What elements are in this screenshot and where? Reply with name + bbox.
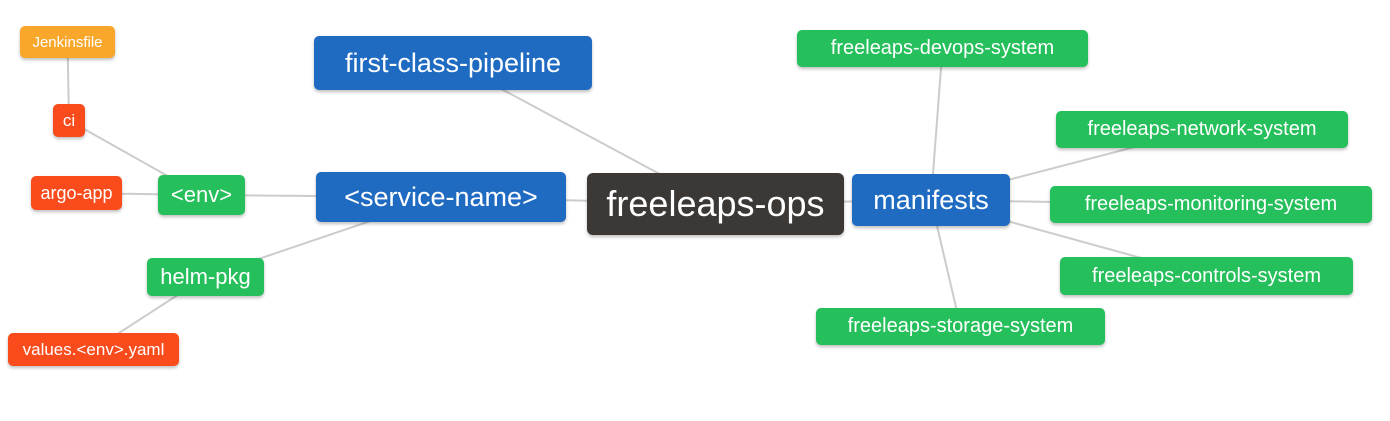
node-freeleaps-controls-system[interactable]: freeleaps-controls-system [1060,257,1353,295]
node-label: argo-app [40,182,113,203]
node-label: <service-name> [344,181,538,212]
node-label: Jenkinsfile [32,33,103,51]
node-manifests[interactable]: manifests [852,174,1010,226]
node-label: freeleaps-network-system [1087,118,1317,140]
node-helm-pkg[interactable]: helm-pkg [147,258,264,296]
node-freeleaps-ops[interactable]: freeleaps-ops [587,173,844,235]
node-first-class-pipeline[interactable]: first-class-pipeline [314,36,592,90]
node-label: freeleaps-ops [606,183,825,224]
node-label: freeleaps-monitoring-system [1084,193,1338,215]
node-env[interactable]: <env> [158,175,245,215]
node-values-env-yaml[interactable]: values.<env>.yaml [8,333,179,366]
node-label: freeleaps-controls-system [1092,264,1321,287]
node-label: freeleaps-storage-system [847,315,1074,337]
node-label: manifests [873,184,989,215]
node-freeleaps-devops-system[interactable]: freeleaps-devops-system [797,30,1088,67]
node-label: first-class-pipeline [344,47,562,78]
node-ci[interactable]: ci [53,104,85,137]
node-freeleaps-network-system[interactable]: freeleaps-network-system [1056,111,1348,148]
node-freeleaps-storage-system[interactable]: freeleaps-storage-system [816,308,1105,345]
node-jenkinsfile[interactable]: Jenkinsfile [20,26,115,58]
node-service-name[interactable]: <service-name> [316,172,566,222]
node-label: helm-pkg [160,264,251,289]
node-argo-app[interactable]: argo-app [31,176,122,210]
node-label: values.<env>.yaml [22,339,165,359]
node-freeleaps-monitoring-system[interactable]: freeleaps-monitoring-system [1050,186,1372,223]
node-label: freeleaps-devops-system [830,37,1055,59]
node-label: <env> [170,182,233,207]
node-label: ci [62,110,76,130]
